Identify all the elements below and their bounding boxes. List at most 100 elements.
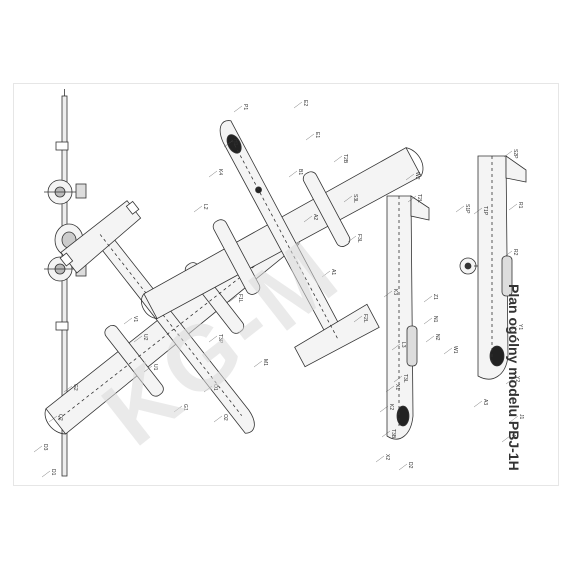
callout-leader xyxy=(208,170,218,178)
callout-label: O2 xyxy=(222,414,228,421)
callout-leader xyxy=(385,385,395,393)
callout-label: S2P xyxy=(512,149,518,159)
callout-leader xyxy=(288,170,298,178)
callout-label: T3P xyxy=(217,334,223,344)
callout-leader xyxy=(443,347,453,355)
callout-leader xyxy=(228,295,238,303)
callout-label: R1 xyxy=(517,202,523,209)
callout-leader xyxy=(343,195,353,203)
callout-leader xyxy=(455,205,465,213)
callout-leader xyxy=(473,207,483,215)
callout-label: L3 xyxy=(400,342,406,348)
callout-leader xyxy=(423,295,433,303)
callout-label: F2L xyxy=(362,314,368,323)
callout-label: L2 xyxy=(202,204,208,210)
side-view-left xyxy=(386,195,430,440)
callout-label: S1P xyxy=(464,204,470,214)
callout-leader xyxy=(398,463,408,471)
callout-leader xyxy=(303,215,313,223)
callout-label: T3B xyxy=(390,429,396,439)
callout-leader xyxy=(305,133,315,141)
callout-label: H1 xyxy=(232,139,238,146)
callout-leader xyxy=(213,415,223,423)
callout-label: Y1 xyxy=(517,324,523,330)
top-view xyxy=(141,120,424,368)
callout-leader xyxy=(333,155,343,163)
callout-label: U2 xyxy=(142,334,148,341)
side-view-right xyxy=(459,155,527,380)
callout-label: T2B xyxy=(342,154,348,164)
callout-leader xyxy=(353,315,363,323)
callout-label: F1L xyxy=(237,294,243,303)
callout-label: A1 xyxy=(330,269,336,275)
callout-leader xyxy=(193,205,203,213)
callout-label: V1 xyxy=(132,316,138,322)
callout-leader xyxy=(33,445,43,453)
callout-leader xyxy=(123,317,133,325)
callout-label: R2 xyxy=(512,249,518,256)
callout-label: X1 xyxy=(394,384,400,390)
callout-leader xyxy=(223,140,233,148)
callout-label: Y2 xyxy=(514,376,520,382)
callout-leader xyxy=(393,375,403,383)
callout-leader xyxy=(503,150,513,158)
callout-label: G2 xyxy=(72,384,78,391)
callout-leader xyxy=(391,343,401,351)
callout-label: Q2 xyxy=(57,414,63,421)
callout-leader xyxy=(253,360,263,368)
callout-leader xyxy=(501,435,511,443)
callout-label: T3L xyxy=(402,374,408,383)
callout-label: N2 xyxy=(434,334,440,341)
callout-label: E1 xyxy=(314,132,320,138)
callout-leader xyxy=(233,105,243,113)
callout-leader xyxy=(63,385,73,393)
callout-label: D3 xyxy=(42,444,48,451)
callout-label: S3L xyxy=(352,194,358,203)
callout-leader xyxy=(293,101,303,109)
callout-label: K3 xyxy=(392,289,398,295)
callout-leader xyxy=(505,377,515,385)
callout-leader xyxy=(405,173,415,181)
callout-leader xyxy=(173,405,183,413)
callout-label: A2 xyxy=(312,214,318,220)
callout-label: D2 xyxy=(407,462,413,469)
callout-label: X2 xyxy=(384,454,390,460)
callout-leader xyxy=(143,365,153,373)
callout-leader xyxy=(503,250,513,258)
callout-label: J2 xyxy=(510,434,516,440)
callout-label: N1 xyxy=(432,316,438,323)
callout-label: B1 xyxy=(297,169,303,175)
plan-title-text: Plan ogólny modelu PBJ-1H xyxy=(506,284,522,471)
callout-leader xyxy=(508,325,518,333)
callout-label: Z1 xyxy=(432,294,438,300)
callout-leader xyxy=(375,455,385,463)
callout-label: K2 xyxy=(388,404,394,410)
callout-label: U1 xyxy=(152,364,158,371)
callout-label: M1 xyxy=(262,359,268,366)
callout-label: J1 xyxy=(518,414,524,420)
callout-leader xyxy=(509,415,519,423)
callout-label: P1 xyxy=(242,104,248,110)
callout-label: T2L xyxy=(416,194,422,203)
callout-leader xyxy=(383,290,393,298)
callout-leader xyxy=(425,335,435,343)
callout-leader xyxy=(41,470,51,478)
callout-label: O1 xyxy=(212,384,218,391)
callout-leader xyxy=(423,317,433,325)
callout-leader xyxy=(321,270,331,278)
callout-label: T1P xyxy=(482,206,488,216)
callout-leader xyxy=(407,195,417,203)
callout-leader xyxy=(508,203,518,211)
callout-label: A3 xyxy=(482,399,488,405)
callout-label: W2 xyxy=(414,172,420,180)
callout-label: E2 xyxy=(302,100,308,106)
callout-leader xyxy=(208,335,218,343)
callout-label: D1 xyxy=(50,469,56,476)
callout-leader xyxy=(381,430,391,438)
callout-leader xyxy=(48,415,58,423)
callout-label: W1 xyxy=(452,346,458,354)
callout-leader xyxy=(379,405,389,413)
